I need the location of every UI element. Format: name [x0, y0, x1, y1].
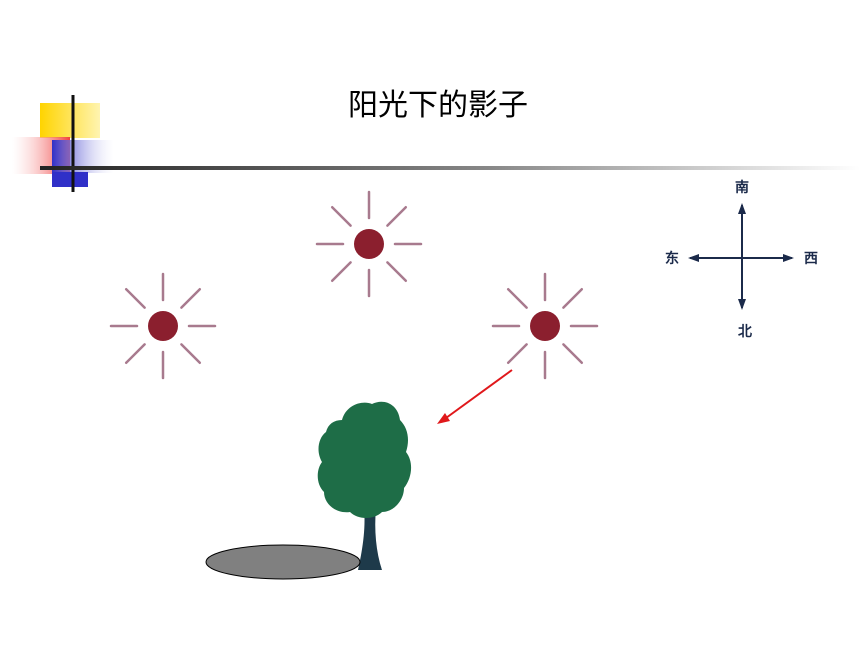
sun-ray — [330, 205, 352, 227]
sun-ray — [506, 343, 528, 365]
sunlight-arrow-line — [445, 369, 513, 419]
compass-label-top: 南 — [735, 179, 749, 196]
sun-ray — [562, 287, 584, 309]
sun-ray — [180, 287, 202, 309]
compass: 南 东 西 北 — [665, 179, 818, 340]
compass-north-arrowhead — [738, 203, 746, 214]
sun-ray — [386, 261, 408, 283]
tree-trunk — [358, 508, 382, 570]
compass-label-left: 东 — [665, 250, 679, 267]
tree-canopy — [317, 401, 412, 518]
title-underline — [40, 166, 860, 170]
sun-disc — [530, 311, 560, 341]
deco-blue-tail — [52, 172, 88, 187]
sun-ray — [124, 287, 146, 309]
tree — [317, 401, 412, 570]
decorative-corner-block — [12, 95, 114, 192]
compass-label-bottom: 北 — [738, 324, 752, 340]
tree-shadow — [205, 544, 361, 580]
sun-ray — [330, 261, 352, 283]
compass-label-right: 西 — [804, 251, 818, 267]
sun-right — [491, 272, 599, 380]
deco-yellow-square — [40, 103, 100, 138]
sun-disc — [354, 229, 384, 259]
sun-ray — [386, 205, 408, 227]
sun-ray — [562, 343, 584, 365]
sun-disc — [148, 311, 178, 341]
slide-title: 阳光下的影子 — [348, 88, 528, 123]
compass-east-arrowhead — [783, 254, 794, 262]
sun-left — [109, 272, 217, 380]
sun-top — [315, 190, 423, 298]
sun-ray — [180, 343, 202, 365]
compass-south-arrowhead — [738, 299, 746, 310]
compass-west-arrowhead — [688, 254, 699, 262]
sun-ray — [124, 343, 146, 365]
sunlight-arrow — [437, 369, 513, 424]
sunlight-arrowhead — [437, 413, 450, 424]
sun-ray — [506, 287, 528, 309]
